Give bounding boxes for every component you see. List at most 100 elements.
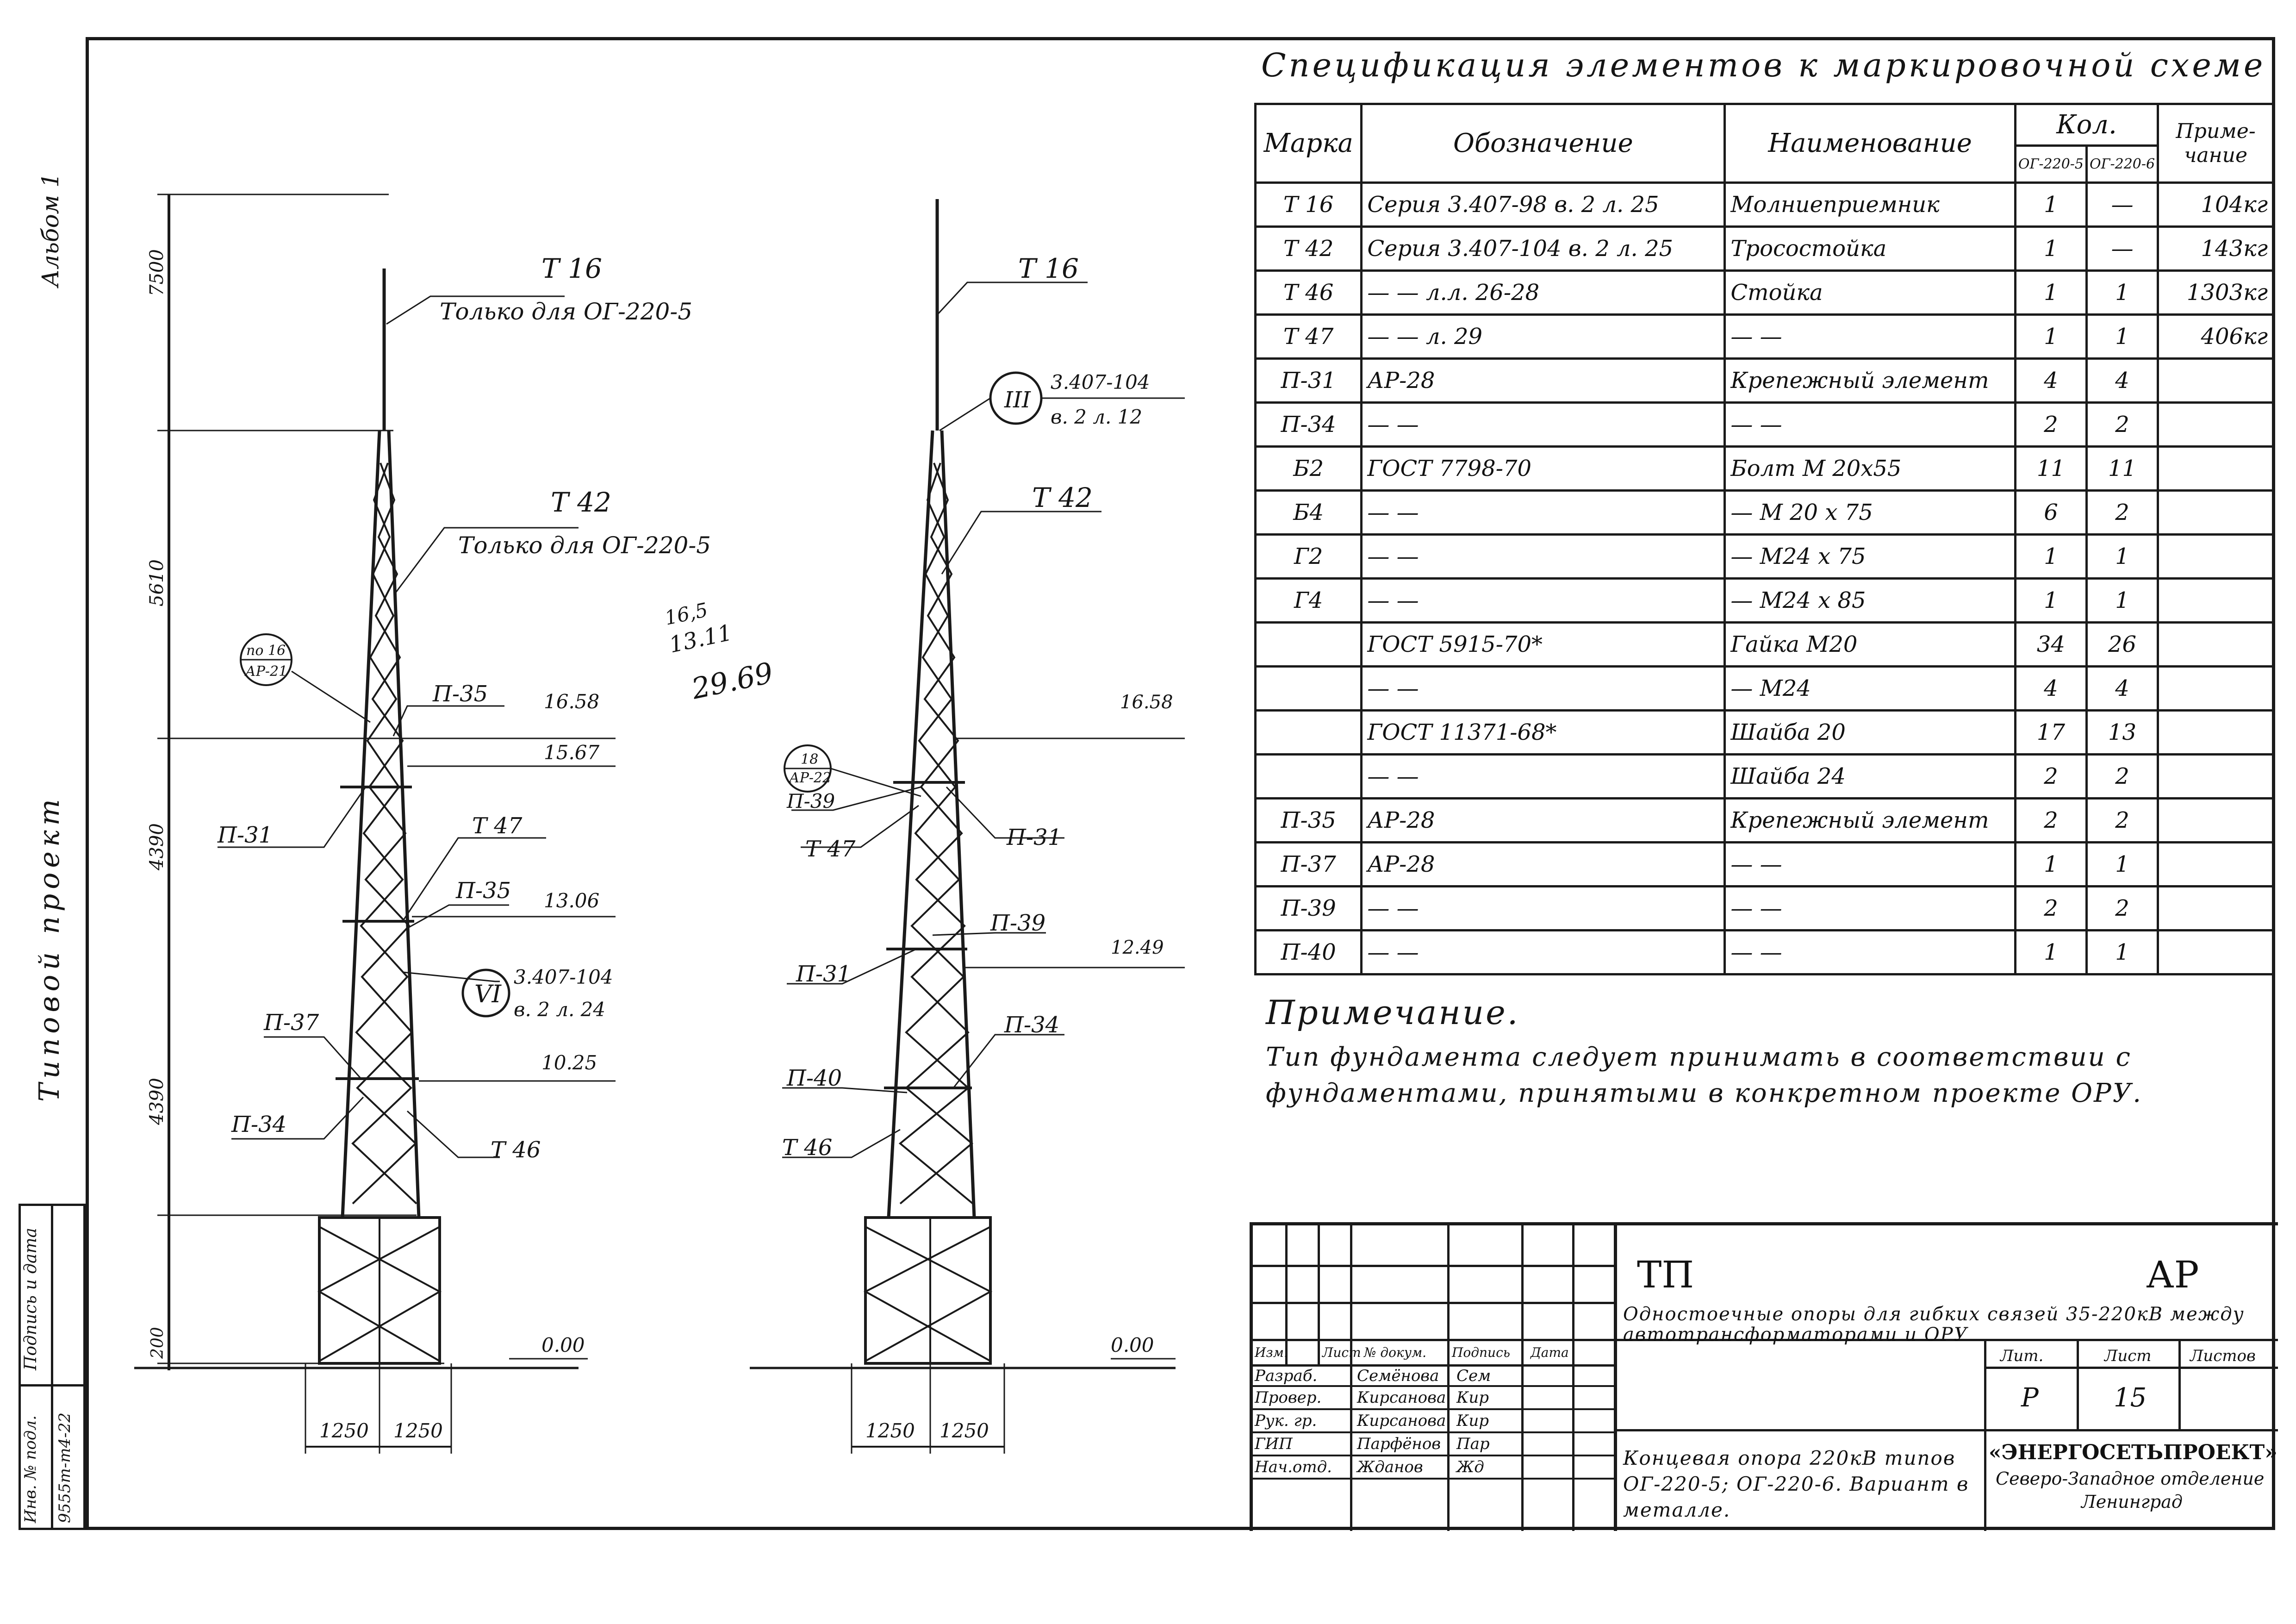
tb-col-list: Лист bbox=[1322, 1345, 1361, 1360]
level-16.58: 16.58 bbox=[544, 690, 599, 713]
spec-qty-a: 1 bbox=[2014, 225, 2088, 272]
spec-note bbox=[2157, 753, 2275, 800]
margin-divider bbox=[51, 1204, 53, 1530]
r-circle-iii: III bbox=[1004, 387, 1031, 413]
spec-qty-b: 4 bbox=[2085, 357, 2159, 404]
label-p31: П-31 bbox=[217, 822, 273, 848]
tb-signature: Сем bbox=[1456, 1367, 1491, 1385]
r-label-p39a: П-39 bbox=[786, 790, 835, 812]
spec-qty-a: 4 bbox=[2014, 357, 2088, 404]
r-label-p39b: П-39 bbox=[990, 910, 1045, 936]
spec-designation: — — bbox=[1360, 665, 1726, 712]
dim-1250-a: 1250 bbox=[319, 1419, 369, 1442]
spec-mark: П-40 bbox=[1254, 929, 1363, 975]
tb-person-name: Кирсанова bbox=[1357, 1412, 1446, 1430]
dim-4390-b: 4390 bbox=[146, 1078, 168, 1125]
spec-qty-b: 2 bbox=[2085, 489, 2159, 536]
tb-sheet-title: Концевая опора 220кВ типов ОГ-220-5; ОГ-… bbox=[1623, 1447, 1969, 1521]
spec-qty-b: 1 bbox=[2085, 929, 2159, 975]
r-iii-ref1: 3.407-104 bbox=[1051, 371, 1150, 394]
tb-col-doc: № докум. bbox=[1364, 1345, 1427, 1360]
spec-designation: АР-28 bbox=[1360, 797, 1726, 843]
spec-qty-b: 13 bbox=[2085, 709, 2159, 756]
dim-5610: 5610 bbox=[146, 559, 168, 606]
header-qty-b: ОГ-220-6 bbox=[2085, 144, 2159, 184]
spec-qty-b: 26 bbox=[2085, 621, 2159, 668]
header-qty: Кол. bbox=[2014, 103, 2159, 147]
spec-qty-b: 1 bbox=[2085, 313, 2159, 360]
spec-qty-b: 1 bbox=[2085, 841, 2159, 887]
r-ref-bottom: АР-22 bbox=[788, 770, 831, 786]
spec-qty-a: 17 bbox=[2014, 709, 2088, 756]
spec-designation: — — л. 29 bbox=[1360, 313, 1726, 360]
header-mark: Марка bbox=[1254, 103, 1363, 184]
label-t42-note: Только для ОГ-220-5 bbox=[458, 532, 711, 559]
tb-org-branch: Северо-Западное отделение bbox=[1996, 1468, 2265, 1489]
tb-col-date: Дата bbox=[1531, 1345, 1569, 1360]
spec-name: — М24 х 75 bbox=[1724, 533, 2016, 580]
spec-note bbox=[2157, 445, 2275, 492]
tower-drawing: 7500 5610 4390 4390 200 Т 16 Только для … bbox=[134, 194, 1185, 1454]
spec-designation: — — bbox=[1360, 885, 1726, 931]
spec-note: 104кг bbox=[2157, 181, 2275, 228]
label-p34: П-34 bbox=[231, 1112, 286, 1137]
spec-name: Шайба 20 bbox=[1724, 709, 2016, 756]
spec-mark: П-34 bbox=[1254, 401, 1363, 448]
tb-sheet-label: Лист bbox=[2104, 1347, 2152, 1365]
level-13.06: 13.06 bbox=[544, 889, 599, 912]
spec-qty-a: 4 bbox=[2014, 665, 2088, 712]
spec-mark: Г2 bbox=[1254, 533, 1363, 580]
spec-designation: АР-28 bbox=[1360, 357, 1726, 404]
r-level-0.00: 0.00 bbox=[1111, 1334, 1154, 1356]
spec-name: Шайба 24 bbox=[1724, 753, 2016, 800]
tb-signature: Пар bbox=[1456, 1435, 1490, 1453]
tb-col-izm: Изм. bbox=[1255, 1345, 1288, 1360]
spec-note bbox=[2157, 665, 2275, 712]
label-t46: Т 46 bbox=[491, 1137, 541, 1163]
spec-qty-a: 6 bbox=[2014, 489, 2088, 536]
spec-name: — — bbox=[1724, 401, 2016, 448]
tb-role: Разраб. bbox=[1255, 1367, 1318, 1385]
header-name: Наименование bbox=[1724, 103, 2016, 184]
spec-mark: Т 46 bbox=[1254, 269, 1363, 316]
dim-4390-a: 4390 bbox=[146, 823, 168, 871]
r-label-p31a: П-31 bbox=[1006, 824, 1062, 850]
circle-vi: VI bbox=[474, 981, 502, 1008]
spec-name: — — bbox=[1724, 841, 2016, 887]
spec-qty-b: 2 bbox=[2085, 885, 2159, 931]
r-level-12.49: 12.49 bbox=[1111, 937, 1164, 958]
spec-mark: Б4 bbox=[1254, 489, 1363, 536]
spec-title: Спецификация элементов к маркировочной с… bbox=[1261, 46, 2266, 84]
header-qty-a: ОГ-220-5 bbox=[2014, 144, 2088, 184]
spec-designation: — — л.л. 26-28 bbox=[1360, 269, 1726, 316]
spec-note bbox=[2157, 533, 2275, 580]
spec-qty-b: 2 bbox=[2085, 797, 2159, 843]
r-label-p34: П-34 bbox=[1004, 1012, 1059, 1038]
r-dim-1250-a: 1250 bbox=[865, 1419, 915, 1442]
tb-role: Нач.отд. bbox=[1255, 1458, 1332, 1476]
spec-name: Гайка М20 bbox=[1724, 621, 2016, 668]
spec-qty-a: 1 bbox=[2014, 841, 2088, 887]
drawing-frame bbox=[86, 37, 2275, 1530]
spec-note: 406кг bbox=[2157, 313, 2275, 360]
level-15.67: 15.67 bbox=[544, 741, 600, 764]
r-label-t16: Т 16 bbox=[1018, 253, 1079, 284]
tb-role: ГИП bbox=[1255, 1435, 1293, 1453]
spec-designation: — — bbox=[1360, 401, 1726, 448]
spec-designation: Серия 3.407-98 в. 2 л. 25 bbox=[1360, 181, 1726, 228]
label-p35a: П-35 bbox=[432, 681, 488, 707]
dim-200: 200 bbox=[148, 1327, 167, 1359]
spec-qty-a: 2 bbox=[2014, 401, 2088, 448]
spec-name: Болт М 20х55 bbox=[1724, 445, 2016, 492]
spec-mark bbox=[1254, 753, 1363, 800]
spec-qty-b: — bbox=[2085, 181, 2159, 228]
